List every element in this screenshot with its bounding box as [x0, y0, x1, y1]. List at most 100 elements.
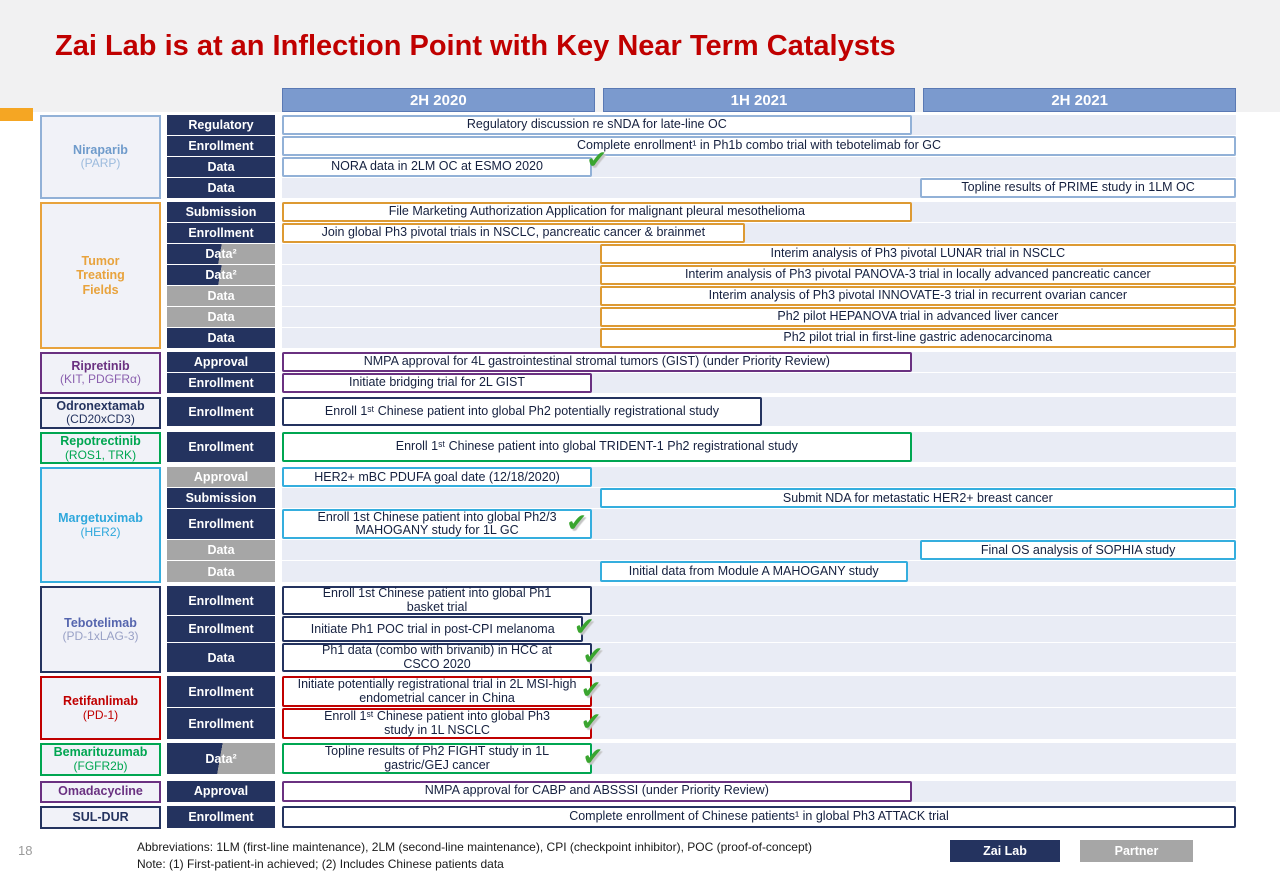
catalyst-table: Niraparib (PARP) Regulatory Regulatory d…	[40, 115, 1236, 832]
timeline-header-row: 2H 2020 1H 2021 2H 2021	[282, 88, 1237, 112]
milestone-bar: Enroll 1ˢᵗ Chinese patient into global P…	[282, 708, 593, 740]
milestone-bar: Initiate bridging trial for 2L GIST	[282, 373, 593, 393]
row-type-label: Enrollment	[167, 708, 275, 740]
row-type-label: Enrollment	[167, 432, 275, 463]
drug-name: Tumor Treating Fields	[76, 253, 125, 297]
drug-subtitle: (KIT, PDGFRα)	[60, 372, 141, 387]
milestone-text: Ph2 pilot HEPANOVA trial in advanced liv…	[777, 309, 1059, 324]
milestone-bar: Ph2 pilot HEPANOVA trial in advanced liv…	[599, 307, 1236, 327]
milestone-text: File Marketing Authorization Application…	[388, 204, 805, 219]
milestone-bar: Enroll 1ˢᵗ Chinese patient into global P…	[282, 397, 762, 426]
drug-box: Omadacycline	[40, 780, 161, 803]
milestone-text: NORA data in 2LM OC at ESMO 2020	[331, 159, 543, 174]
timeline-track: Enroll 1ˢᵗ Chinese patient into global P…	[282, 397, 1236, 426]
timeline-track: Initiate bridging trial for 2L GIST	[282, 373, 1236, 393]
drug-group-bemarituzumab: Bemarituzumab (FGFR2b) Data² Topline res…	[40, 743, 1236, 776]
drug-group-niraparib: Niraparib (PARP) Regulatory Regulatory d…	[40, 115, 1236, 199]
legend-partner: Partner	[1080, 840, 1193, 862]
milestone-bar: HER2+ mBC PDUFA goal date (12/18/2020)	[282, 467, 593, 488]
drug-group-odronextamab: Odronextamab (CD20xCD3) Enrollment Enrol…	[40, 397, 1236, 430]
orange-accent-bar	[0, 108, 33, 121]
checkmark-icon: ✔	[586, 146, 608, 174]
timeline-track: Enroll 1ˢᵗ Chinese patient into global T…	[282, 432, 1236, 463]
timeline-track: Enroll 1st Chinese patient into global P…	[282, 586, 1236, 616]
row-type-label: Enrollment	[167, 397, 275, 426]
row-type-label: Data	[167, 540, 275, 561]
timeline-track: Ph2 pilot trial in first-line gastric ad…	[282, 328, 1236, 348]
milestone-text: Complete enrollment of Chinese patients¹…	[569, 808, 949, 823]
milestone-bar: Enroll 1ˢᵗ Chinese patient into global T…	[282, 432, 912, 463]
milestone-text: Ph2 pilot trial in first-line gastric ad…	[783, 330, 1053, 345]
milestone-bar: Enroll 1st Chinese patient into global P…	[282, 586, 593, 616]
milestone-text: Ph1 data (combo with brivanib) in HCC at…	[322, 643, 552, 671]
milestone-text: Interim analysis of Ph3 pivotal LUNAR tr…	[770, 246, 1066, 261]
drug-box: Margetuximab (HER2)	[40, 467, 161, 584]
milestone-text: Enroll 1st Chinese patient into global P…	[322, 586, 552, 614]
milestone-text: Regulatory discussion re sNDA for late-l…	[466, 117, 727, 132]
drug-subtitle: (HER2)	[80, 524, 121, 539]
drug-name: Margetuximab	[58, 511, 143, 526]
row-type-label: Regulatory	[167, 115, 275, 135]
drug-name: Niraparib	[73, 142, 128, 157]
drug-box: Odronextamab (CD20xCD3)	[40, 397, 161, 430]
drug-box: Bemarituzumab (FGFR2b)	[40, 743, 161, 776]
milestone-bar: Ph1 data (combo with brivanib) in HCC at…	[282, 643, 593, 673]
milestone-bar: NMPA approval for CABP and ABSSSI (under…	[282, 780, 912, 802]
timeline-track: Ph1 data (combo with brivanib) in HCC at…	[282, 643, 1236, 673]
milestone-bar: Initial data from Module A MAHOGANY stud…	[599, 561, 908, 583]
row-type-label: Data	[167, 643, 275, 673]
drug-box: Tumor Treating Fields	[40, 202, 161, 349]
timeline-header-1h2021: 1H 2021	[602, 88, 916, 112]
milestone-bar: Interim analysis of Ph3 pivotal INNOVATE…	[599, 286, 1236, 306]
footer-abbreviations: Abbreviations: 1LM (first-line maintenan…	[137, 840, 812, 854]
drug-name: Tebotelimab	[64, 615, 137, 630]
timeline-header-2h2021: 2H 2021	[923, 88, 1237, 112]
row-type-label: Enrollment	[167, 136, 275, 156]
milestone-text: Topline results of PRIME study in 1LM OC	[961, 180, 1195, 195]
drug-group-sul-dur: SUL-DUR Enrollment Complete enrollment o…	[40, 805, 1236, 829]
timeline-track: NMPA approval for CABP and ABSSSI (under…	[282, 780, 1236, 802]
row-type-label: Data	[167, 178, 275, 198]
timeline-track: Topline results of PRIME study in 1LM OC	[282, 178, 1236, 198]
row-type-label: Approval	[167, 780, 275, 802]
timeline-track: Complete enrollment¹ in Ph1b combo trial…	[282, 136, 1236, 156]
page-number: 18	[18, 843, 33, 858]
milestone-bar: Topline results of Ph2 FIGHT study in 1L…	[282, 743, 593, 775]
timeline-track: Enroll 1st Chinese patient into global P…	[282, 509, 1236, 540]
drug-box: Ripretinib (KIT, PDGFRα)	[40, 352, 161, 394]
milestone-text: Enroll 1ˢᵗ Chinese patient into global T…	[395, 439, 798, 454]
timeline-track: Interim analysis of Ph3 pivotal LUNAR tr…	[282, 244, 1236, 264]
milestone-bar: Topline results of PRIME study in 1LM OC	[920, 178, 1236, 198]
milestone-text: Submit NDA for metastatic HER2+ breast c…	[782, 490, 1053, 505]
drug-subtitle: (PD-1xLAG-3)	[62, 629, 139, 644]
milestone-text: Initiate bridging trial for 2L GIST	[349, 375, 526, 390]
milestone-bar: Regulatory discussion re sNDA for late-l…	[282, 115, 912, 135]
row-type-label: Enrollment	[167, 586, 275, 616]
row-type-label: Data	[167, 307, 275, 327]
milestone-text: HER2+ mBC PDUFA goal date (12/18/2020)	[314, 469, 560, 484]
timeline-track: Interim analysis of Ph3 pivotal PANOVA-3…	[282, 265, 1236, 285]
drug-name: Omadacycline	[58, 784, 143, 799]
drug-group-omadacycline: Omadacycline Approval NMPA approval for …	[40, 780, 1236, 803]
drug-name: Repotrectinib	[60, 434, 141, 449]
drug-name: Odronextamab	[56, 399, 145, 413]
timeline-track: Interim analysis of Ph3 pivotal INNOVATE…	[282, 286, 1236, 306]
milestone-text: Enroll 1ˢᵗ Chinese patient into global P…	[324, 403, 719, 418]
milestone-text: Topline results of Ph2 FIGHT study in 1L…	[324, 744, 550, 772]
timeline-track: NMPA approval for 4L gastrointestinal st…	[282, 352, 1236, 372]
timeline-track: Final OS analysis of SOPHIA study	[282, 540, 1236, 561]
milestone-bar: Enroll 1st Chinese patient into global P…	[282, 509, 593, 540]
milestone-text: Initial data from Module A MAHOGANY stud…	[628, 564, 879, 579]
row-type-label: Enrollment	[167, 616, 275, 643]
row-type-label: Enrollment	[167, 223, 275, 243]
row-type-label: Approval	[167, 467, 275, 488]
drug-group-margetuximab: Margetuximab (HER2) Approval HER2+ mBC P…	[40, 467, 1236, 584]
timeline-track: Initiate Ph1 POC trial in post-CPI melan…	[282, 615, 1236, 643]
timeline-track: NORA data in 2LM OC at ESMO 2020 ✔	[282, 148, 1236, 177]
drug-name: Retifanlimab	[62, 694, 138, 709]
timeline-header-2h2020: 2H 2020	[282, 88, 595, 112]
drug-name: SUL-DUR	[72, 809, 129, 824]
drug-group-tumor-treating-fields: Tumor Treating Fields Submission File Ma…	[40, 202, 1236, 349]
row-type-label: Data	[167, 561, 275, 583]
